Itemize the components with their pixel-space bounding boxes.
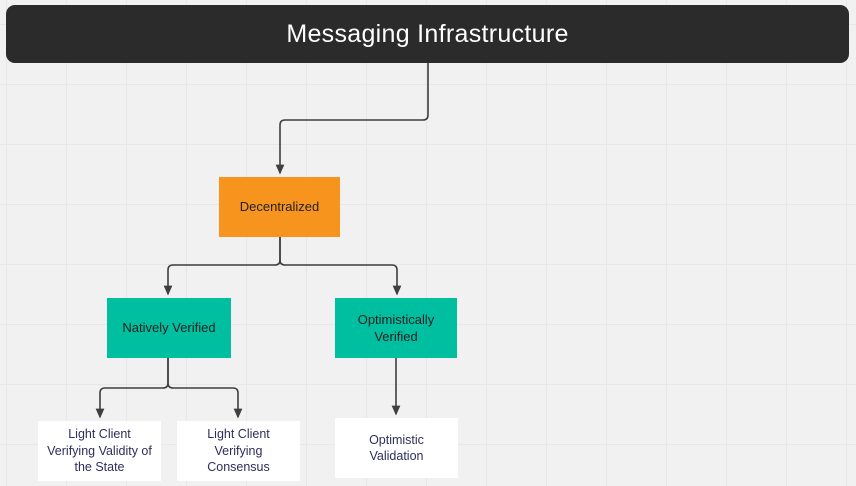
node-label: Light Client Verifying Validity of the S… xyxy=(47,427,152,475)
node-optimistically-verified[interactable]: Optimistically Verified xyxy=(335,298,457,358)
edge-header-to-decentralized xyxy=(275,63,429,175)
edge-decentralized-to-optimistically xyxy=(279,237,402,296)
node-label: Decentralized xyxy=(239,199,320,215)
node-optimistic-validation[interactable]: Optimistic Validation xyxy=(335,418,458,478)
node-decentralized[interactable]: Decentralized xyxy=(219,177,340,237)
node-label: Optimistic Validation xyxy=(369,432,424,464)
edge-natively-to-consensus xyxy=(167,358,243,419)
edge-natively-to-validity xyxy=(95,358,169,419)
node-light-client-validity[interactable]: Light Client Verifying Validity of the S… xyxy=(38,421,161,481)
node-natively-verified[interactable]: Natively Verified xyxy=(107,298,231,358)
node-label: Natively Verified xyxy=(122,320,216,336)
node-messaging-infrastructure[interactable]: Messaging Infrastructure xyxy=(6,5,849,63)
node-light-client-consensus[interactable]: Light Client Verifying Consensus xyxy=(177,421,300,481)
page-title: Messaging Infrastructure xyxy=(286,19,569,48)
node-label: Light Client Verifying Consensus xyxy=(207,427,270,475)
edge-decentralized-to-natively xyxy=(163,237,281,296)
node-label: Optimistically Verified xyxy=(357,311,435,344)
